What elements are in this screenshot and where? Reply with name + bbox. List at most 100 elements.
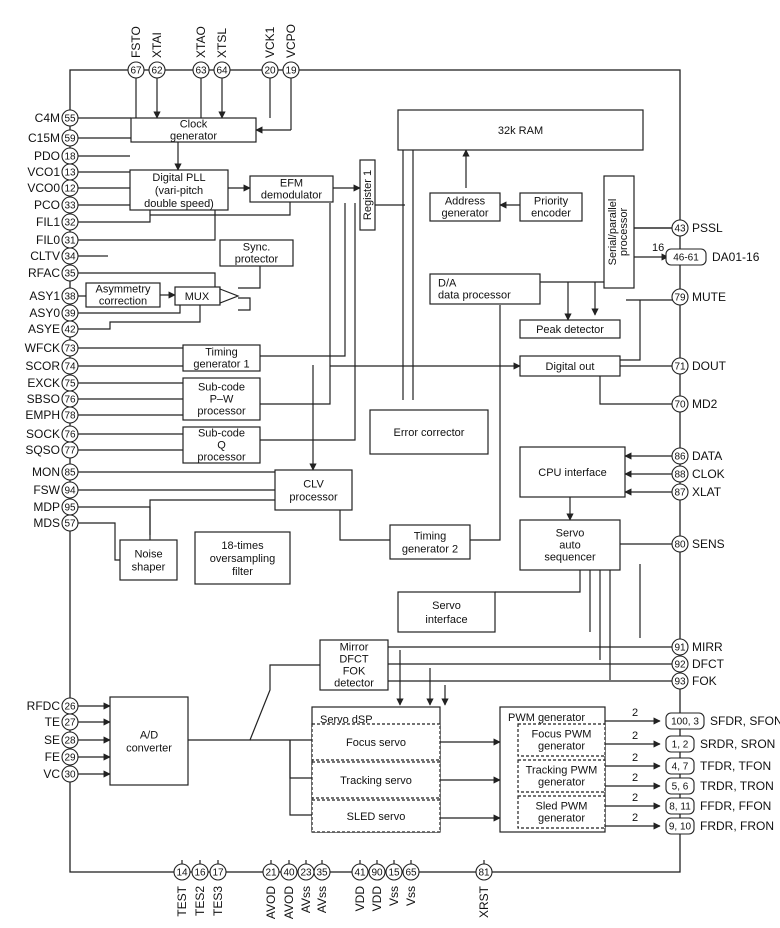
block-frame <box>311 723 441 761</box>
bus-width-label: 2 <box>632 772 638 784</box>
block-label: Servo <box>432 600 461 612</box>
memory-bus <box>402 150 414 400</box>
block-mux: MUX <box>174 286 240 306</box>
pin-label: MD2 <box>692 397 718 411</box>
block-label: generator <box>441 208 488 220</box>
pin-label: AVOD <box>282 886 296 919</box>
block-label: generator 1 <box>193 359 249 371</box>
pin-number: 8, 11 <box>669 802 691 813</box>
block-tracking: Tracking servo <box>311 761 441 799</box>
block-frame <box>519 319 621 339</box>
bus-width-label: 2 <box>632 707 638 719</box>
pin-label: VDD <box>353 886 367 912</box>
block-label: Timing <box>414 530 447 542</box>
block-frame <box>369 409 489 455</box>
pin-number: 100, 3 <box>671 717 699 728</box>
block-label: Tracking servo <box>340 775 412 787</box>
pin-number: 76 <box>64 430 76 441</box>
pin-circle <box>61 481 79 499</box>
top-pin: 67 FSTO <box>127 26 145 79</box>
block-frame <box>517 759 606 793</box>
pin-label: VCPO <box>284 24 298 58</box>
block-label: Address <box>445 196 486 208</box>
pin-number: 31 <box>64 236 76 247</box>
pin-number: 75 <box>64 379 76 390</box>
block-label: Sub-code <box>198 428 245 440</box>
pin-number: 34 <box>64 252 76 263</box>
pin-number: 35 <box>316 868 328 879</box>
pin-number: 67 <box>130 66 142 77</box>
pin-box <box>665 712 705 730</box>
pin-label: XLAT <box>692 485 722 499</box>
block-label: double speed) <box>144 198 214 210</box>
pin-circle <box>671 638 689 656</box>
pin-circle <box>61 287 79 305</box>
pin-number: 21 <box>265 868 277 879</box>
signal-wire <box>188 664 320 741</box>
pin-label: XTAO <box>194 26 208 58</box>
pin-number: 79 <box>674 293 686 304</box>
pin-number: 23 <box>300 868 312 879</box>
block-frame <box>359 159 376 231</box>
pin-circle <box>475 863 493 881</box>
block-frame <box>519 192 583 222</box>
block-label: converter <box>126 742 172 754</box>
signal-wire <box>100 522 120 561</box>
block-frame <box>603 175 635 289</box>
pin-number: 88 <box>674 470 686 481</box>
signal-wire <box>238 297 251 311</box>
block-label: detector <box>334 678 374 690</box>
block-frame <box>517 795 606 829</box>
signal-wire <box>100 305 181 314</box>
pin-circle <box>61 463 79 481</box>
pin-circle <box>61 339 79 357</box>
pin-circle <box>671 535 689 553</box>
pin-number: 86 <box>674 452 686 463</box>
pin-label: FSTO <box>129 26 143 58</box>
pin-label: TEST <box>175 885 189 916</box>
signal-wire <box>100 210 216 241</box>
pin-number: 55 <box>64 114 76 125</box>
block-frame <box>194 531 291 585</box>
pin-number: 35 <box>64 269 76 280</box>
block-label: Servo dSP <box>320 714 373 726</box>
bus-width-label: 16 <box>652 242 664 254</box>
block-sync: Sync.protector <box>219 239 294 267</box>
pin-label: VCO1 <box>27 165 60 179</box>
block-frame <box>85 282 161 308</box>
pin-label: XTAI <box>150 32 164 58</box>
pin-number: 15 <box>388 868 400 879</box>
pin-label: DFCT <box>692 657 725 671</box>
block-label: Priority <box>534 196 569 208</box>
pin-label: FRDR, FRON <box>700 819 774 833</box>
pin-label: SENS <box>692 537 725 551</box>
bus-width-label: 2 <box>632 730 638 742</box>
signal-wire <box>620 300 641 361</box>
pin-circle <box>61 179 79 197</box>
block-frame <box>109 696 189 786</box>
